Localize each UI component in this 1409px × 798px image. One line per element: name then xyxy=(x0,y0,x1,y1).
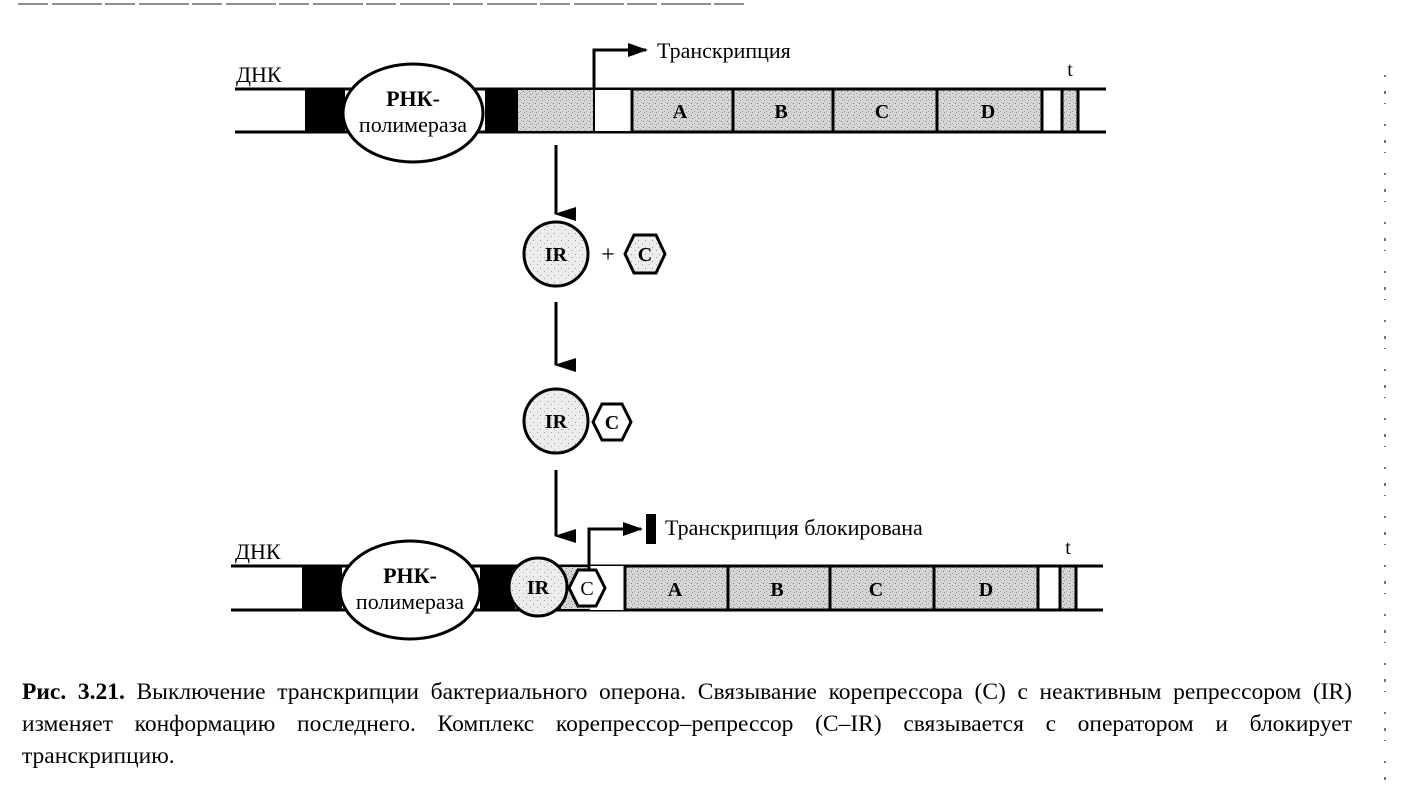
corepressor-label: C xyxy=(638,244,652,266)
gene-a-label-top: A xyxy=(673,101,688,123)
gene-c-box-bottom xyxy=(828,564,936,612)
gene-a-box-bottom xyxy=(623,564,730,612)
leader-region xyxy=(593,88,633,133)
gene-d-label-bottom: D xyxy=(979,579,993,601)
gene-b-label-bottom: B xyxy=(770,579,783,601)
dna-strand-bottom xyxy=(231,564,1103,612)
block-bar-icon xyxy=(646,514,656,544)
repressor-complex-ir-label: IR xyxy=(545,411,568,433)
rna-polymerase-top xyxy=(341,62,485,164)
transcription-label: Транскрипция xyxy=(657,38,791,63)
transcription-arrow-icon xyxy=(592,43,648,89)
rna-polymerase-bottom xyxy=(338,539,482,641)
dna-label-bottom: ДНК xyxy=(235,539,281,564)
inactive-repressor-label: IR xyxy=(545,244,568,266)
terminator-box xyxy=(1060,87,1080,134)
repressor-complex-c-label: C xyxy=(605,412,619,434)
gene-d-box xyxy=(935,87,1044,134)
gene-a-box xyxy=(630,87,735,134)
transcription-blocked-label: Транскрипция блокирована xyxy=(665,515,923,540)
rna-polymerase-top-line2: полимераза xyxy=(359,112,467,137)
gene-c-box xyxy=(831,87,939,134)
gene-a-label-bottom: A xyxy=(668,579,683,601)
bound-corepressor-hexagon xyxy=(567,568,607,608)
bound-corepressor-label: C xyxy=(580,578,593,600)
repressor-complex-ir xyxy=(522,387,590,455)
operator-region xyxy=(516,88,595,133)
rna-polymerase-bottom-line1: РНК- xyxy=(383,563,437,588)
dna-label-top: ДНК xyxy=(236,62,282,87)
gene-c-label-bottom: C xyxy=(869,579,883,601)
gene-b-box-bottom xyxy=(726,564,832,612)
gene-d-label-top: D xyxy=(981,101,995,123)
inactive-repressor xyxy=(522,220,590,288)
bound-repressor xyxy=(507,556,569,618)
terminator-box-bottom xyxy=(1058,564,1078,612)
promoter-block-right xyxy=(485,89,517,132)
spacer-box xyxy=(1040,87,1064,134)
corepressor-hexagon xyxy=(623,233,667,275)
gene-b-box xyxy=(731,87,835,134)
terminator-label-bottom: t xyxy=(1065,537,1071,559)
dna-strand-top xyxy=(235,87,1106,134)
gene-b-label-top: B xyxy=(774,101,787,123)
spacer-box-bottom xyxy=(1036,564,1062,612)
figure-caption: Рис. 3.21. Выключение транскрипции бакте… xyxy=(22,676,1352,772)
promoter-block-left xyxy=(305,89,345,132)
promoter-block-left-bottom xyxy=(302,566,342,610)
rna-polymerase-top-line1: РНК- xyxy=(386,86,440,111)
gene-c-label-top: C xyxy=(875,101,889,123)
repressor-complex-c-hexagon xyxy=(591,402,633,442)
blocked-transcription-arrow-icon xyxy=(587,522,643,570)
terminator-label-top: t xyxy=(1067,59,1073,81)
figure-number: Рис. 3.21. xyxy=(22,679,125,705)
bound-repressor-label: IR xyxy=(527,577,550,599)
plus-sign: + xyxy=(601,242,615,268)
caption-text: Выключение транскрипции бактериального о… xyxy=(22,679,1353,769)
rna-polymerase-bottom-line2: полимераза xyxy=(356,589,464,614)
